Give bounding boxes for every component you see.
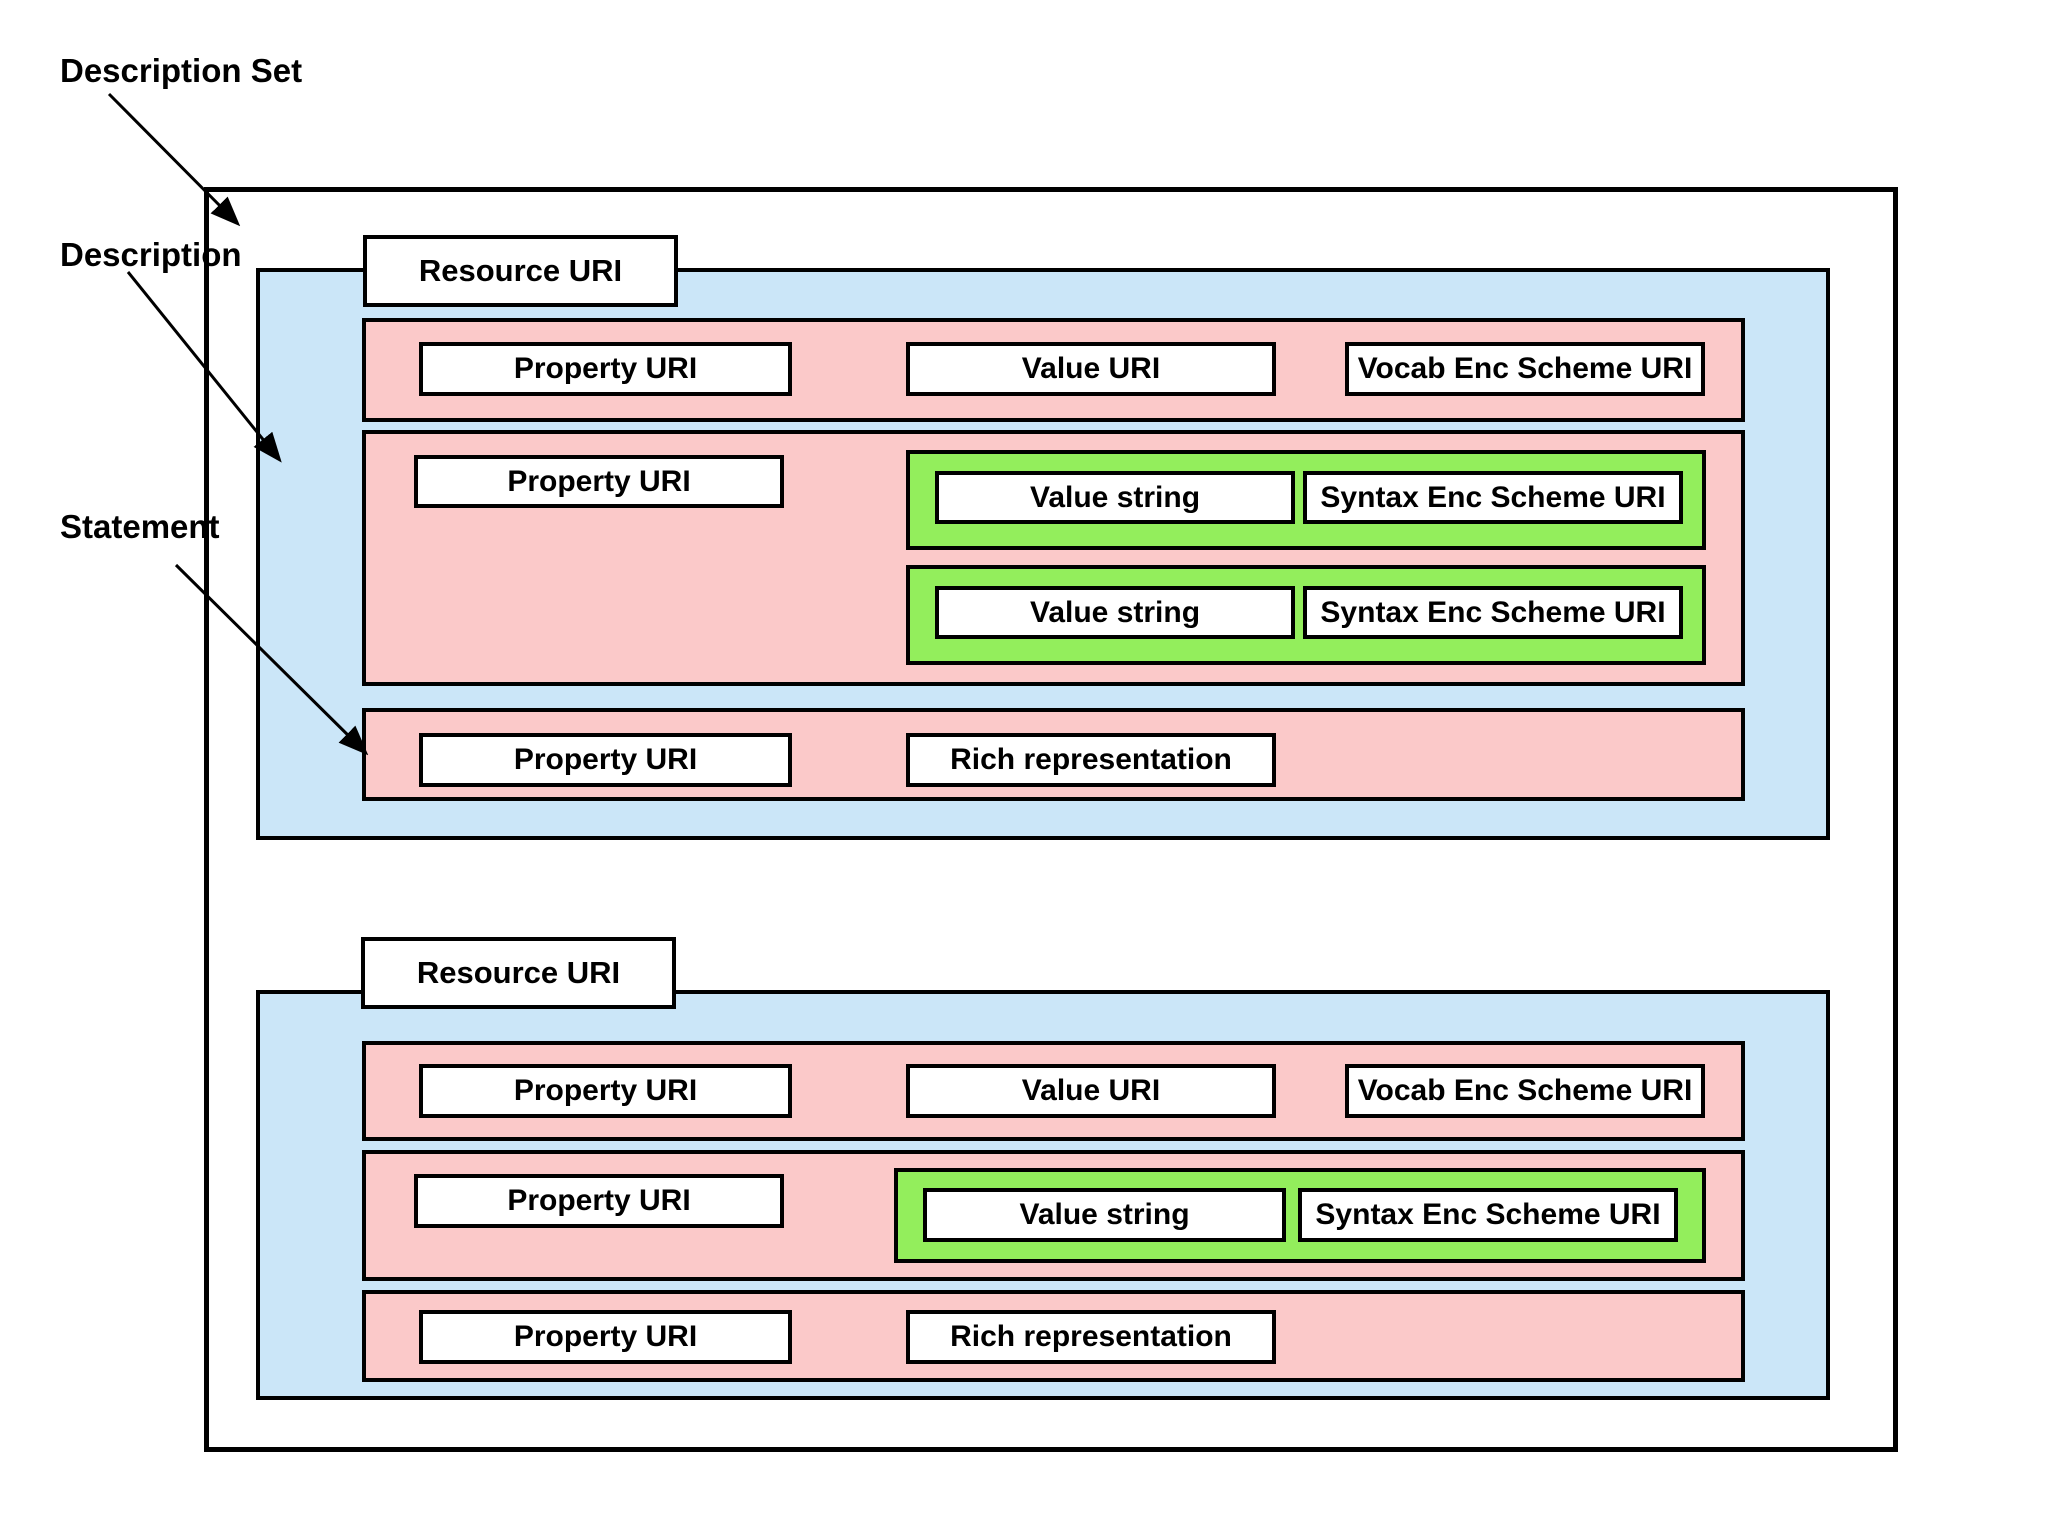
description-set-label: Description Set (60, 52, 303, 89)
property-uri-box: Property URI (419, 1064, 792, 1118)
syntax-enc-scheme-uri-box: Syntax Enc Scheme URI (1298, 1188, 1678, 1242)
resource-uri-label: Resource URI (418, 253, 623, 288)
property-uri-box: Property URI (419, 733, 792, 787)
statement-label: Statement (60, 508, 220, 545)
resource-uri-label: Resource URI (416, 955, 621, 990)
property-uri-box: Property URI (414, 1174, 784, 1228)
resource-uri-tab-1: Resource URI (363, 235, 678, 307)
value-string-box: Value string (923, 1188, 1286, 1242)
value-string-box: Value string (935, 586, 1295, 639)
vocab-enc-scheme-uri-box: Vocab Enc Scheme URI (1345, 342, 1705, 396)
syntax-enc-scheme-uri-box: Syntax Enc Scheme URI (1303, 586, 1683, 639)
rich-representation-box: Rich representation (906, 1310, 1276, 1364)
property-uri-box: Property URI (419, 342, 792, 396)
value-uri-box: Value URI (906, 1064, 1276, 1118)
value-uri-box: Value URI (906, 342, 1276, 396)
property-uri-box: Property URI (414, 455, 784, 508)
property-uri-box: Property URI (419, 1310, 792, 1364)
resource-uri-tab-2: Resource URI (361, 937, 676, 1009)
vocab-enc-scheme-uri-box: Vocab Enc Scheme URI (1345, 1064, 1705, 1118)
rich-representation-box: Rich representation (906, 733, 1276, 787)
syntax-enc-scheme-uri-box: Syntax Enc Scheme URI (1303, 471, 1683, 524)
description-label: Description (60, 236, 242, 273)
value-string-box: Value string (935, 471, 1295, 524)
